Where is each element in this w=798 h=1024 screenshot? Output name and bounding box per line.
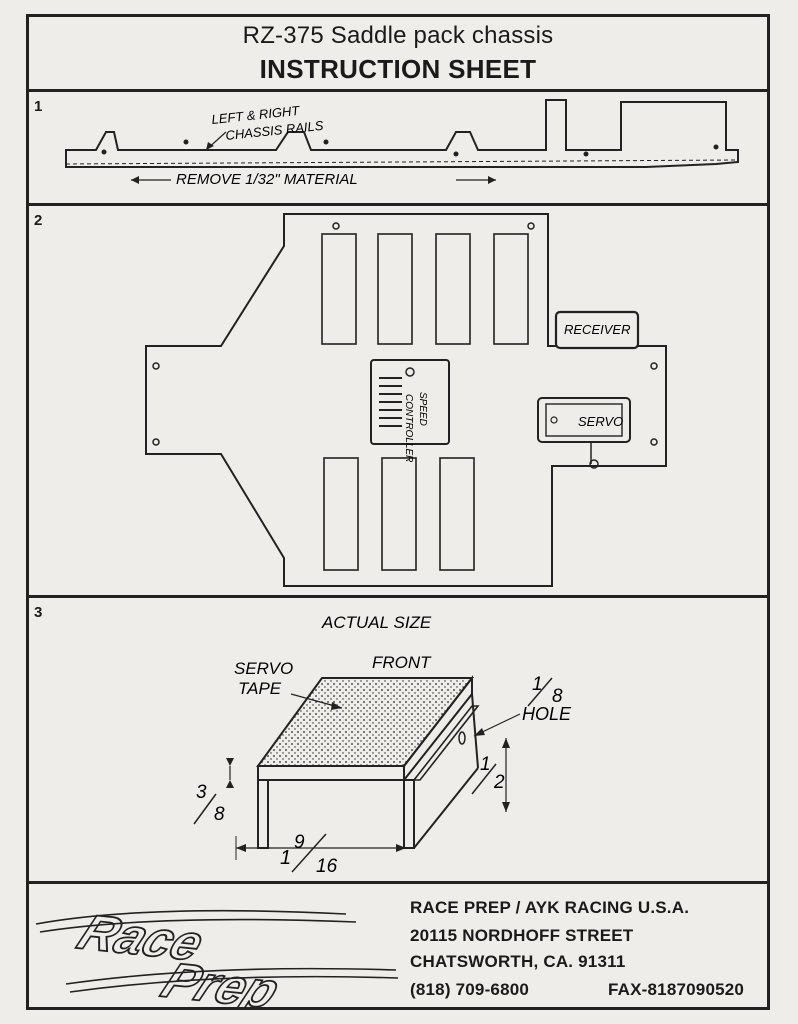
chassis-rails-drawing: LEFT & RIGHT CHASSIS RAILS REMOVE 1/32" …	[65, 99, 739, 188]
city-address: CHATSWORTH, CA. 91311	[410, 952, 626, 971]
height-fraction-top: 1	[480, 754, 491, 775]
servo-tape-label-2: TAPE	[238, 679, 282, 698]
servo-label: SERVO	[578, 414, 623, 429]
side-fraction-bottom: 8	[214, 804, 225, 825]
step-number: 1	[34, 98, 43, 115]
width-whole: 1	[280, 847, 291, 869]
document-title: RZ-375 Saddle pack chassis	[242, 22, 554, 49]
step-number: 2	[34, 212, 43, 229]
remove-material-label: REMOVE 1/32" MATERIAL	[176, 171, 358, 188]
front-label: FRONT	[372, 653, 432, 672]
phone-number: (818) 709-6800	[410, 980, 530, 999]
receiver-label: RECEIVER	[564, 322, 630, 337]
servo-mount-drawing: ACTUAL SIZE SERVO TAPE FRONT 1 8 HOLE	[193, 613, 572, 877]
step-2-section: 2 RECEIVER SPE	[26, 206, 770, 598]
step-1-section: 1 LEFT & RIGHT CHASSIS RAILS REMOVE 1/32…	[26, 92, 770, 206]
step-3-section: 3 ACTUAL SIZE SERVO TAPE	[26, 598, 770, 884]
chassis-layout-drawing: RECEIVER SPEED CONTROLLER SERVO	[145, 213, 667, 587]
servo-tape-label-1: SERVO	[234, 659, 293, 678]
header: RZ-375 Saddle pack chassis INSTRUCTION S…	[26, 14, 770, 92]
width-fraction-bottom: 16	[316, 856, 338, 877]
side-fraction-top: 3	[196, 782, 207, 803]
logo-word-prep: Prep	[154, 953, 288, 1010]
sheet-border	[26, 14, 770, 1010]
speed-controller-label-2: CONTROLLER	[403, 394, 414, 462]
logo-word-race: Race	[70, 905, 213, 971]
step-number: 3	[34, 604, 43, 621]
fax-number: FAX-8187090520	[608, 980, 745, 999]
company-name: RACE PREP / AYK RACING U.S.A.	[410, 898, 690, 917]
hole-label: HOLE	[522, 704, 572, 724]
hole-fraction-bottom: 8	[552, 686, 563, 707]
document-subtitle: INSTRUCTION SHEET	[259, 54, 537, 84]
race-prep-logo: Race Prep	[35, 904, 399, 1010]
street-address: 20115 NORDHOFF STREET	[410, 926, 634, 945]
hole-fraction-top: 1	[532, 674, 543, 695]
actual-size-label: ACTUAL SIZE	[321, 613, 432, 632]
footer: Race Prep RACE PREP / AYK RACING U.S.A. …	[26, 884, 770, 1010]
speed-controller-label-1: SPEED	[417, 392, 428, 426]
width-fraction-top: 9	[294, 832, 305, 853]
height-fraction-bottom: 2	[493, 772, 505, 793]
